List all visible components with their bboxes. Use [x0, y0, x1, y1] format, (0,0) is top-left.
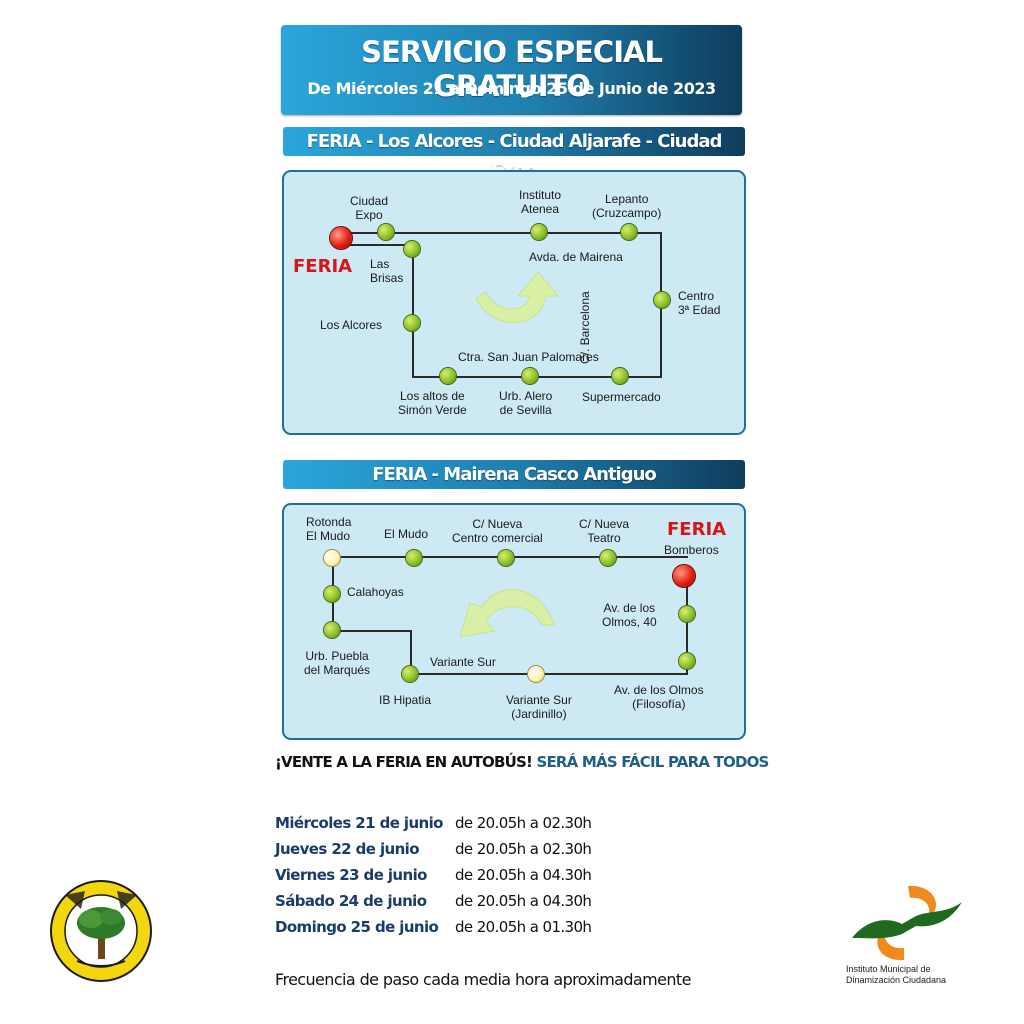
route2-feria-stop — [673, 565, 695, 587]
route2-label-olmos-filosofia: Av. de los Olmos (Filosofía) — [614, 683, 704, 711]
instituto-logo — [852, 885, 962, 961]
schedule-hours: de 20.05h a 02.30h — [455, 840, 592, 858]
route2-line-mid — [332, 630, 412, 632]
route1-stop-lepanto — [621, 224, 637, 240]
schedule-day: Miércoles 21 de junio — [275, 814, 443, 832]
schedule-day: Domingo 25 de junio — [275, 918, 439, 936]
route1-stop-instituto-atenea — [531, 224, 547, 240]
route1-label-los-alcores: Los Alcores — [320, 318, 383, 332]
route1-stop-ciudad-expo — [378, 224, 394, 240]
route1-map-panel: FERIA Ciudad Expo Instituto Atenea Lepan… — [282, 170, 746, 435]
route2-stop-ib-hipatia — [402, 666, 418, 682]
route1-line-brisas — [342, 244, 414, 246]
route1-stop-supermercado — [612, 368, 628, 384]
route1-label-centro-3edad: Centro 3ª Edad — [678, 289, 721, 317]
route2-label-el-mudo: El Mudo — [384, 527, 429, 541]
route2-title-bar: FERIA - Mairena Casco Antiguo — [283, 460, 745, 489]
route1-direction-arrow-icon — [475, 271, 560, 323]
route2-label-variante-sur-jard: Variante Sur (Jardinillo) — [506, 693, 572, 721]
route2-stop-variante-sur-jard — [528, 666, 544, 682]
schedule-hours: de 20.05h a 04.30h — [455, 892, 592, 910]
instituto-name: Instituto Municipal de Dinamización Ciud… — [846, 964, 947, 985]
schedule-day: Jueves 22 de junio — [275, 840, 420, 858]
route2-label-olmos40: Av. de los Olmos, 40 — [602, 601, 657, 629]
route1-title-bar: FERIA - Los Alcores - Ciudad Aljarafe - … — [283, 127, 745, 181]
route1-label-lepanto: Lepanto (Cruzcampo) — [592, 192, 662, 220]
route2-map-panel: Rotonda El Mudo El Mudo C/ Nueva Centro … — [282, 503, 746, 740]
route1-stop-los-alcores — [404, 315, 420, 331]
route1-stop-las-brisas — [404, 241, 420, 257]
route2-stop-c-nueva-teatro — [600, 550, 616, 566]
ayuntamiento-logo — [50, 880, 152, 982]
slogan: ¡VENTE A LA FERIA EN AUTOBÚS! SERÁ MÁS F… — [275, 753, 769, 771]
route1-label-avda-mairena: Avda. de Mairena — [529, 250, 623, 264]
route1-label-supermercado: Supermercado — [582, 390, 661, 404]
route2-stop-calahoyas — [324, 586, 340, 602]
route2-direction-arrow-icon — [459, 589, 555, 638]
route2-stop-rotonda — [324, 550, 340, 566]
frequency-note: Frecuencia de paso cada media hora aprox… — [275, 970, 691, 989]
route1-feria-stop — [330, 227, 352, 249]
route1-label-ciudad-expo: Ciudad Expo — [350, 194, 389, 222]
route2-feria-label: FERIA — [667, 519, 727, 540]
route2-label-ib-hipatia: IB Hipatia — [379, 693, 432, 707]
schedule-hours: de 20.05h a 01.30h — [455, 918, 592, 936]
route1-label-altos-simon-verde: Los altos de Simón Verde — [398, 389, 467, 417]
route2-stop-olmos40 — [679, 606, 695, 622]
route2-label-calahoyas: Calahoyas — [347, 585, 404, 599]
route2-line-right — [686, 575, 688, 675]
schedule-day: Sábado 24 de junio — [275, 892, 427, 910]
route2-line-bottom — [410, 673, 688, 675]
schedule-hours: de 20.05h a 02.30h — [455, 814, 592, 832]
schedule-hours: de 20.05h a 04.30h — [455, 866, 592, 884]
route2-label-urb-puebla: Urb. Puebla del Marqués — [304, 649, 371, 677]
route2-label-c-nueva-teatro: C/ Nueva Teatro — [579, 517, 630, 545]
route2-line-left-lower — [410, 630, 412, 675]
route1-label-las-brisas: Las Brisas — [370, 257, 404, 285]
route1-stop-centro-3edad — [654, 292, 670, 308]
slogan-part2: SERÁ MÁS FÁCIL PARA TODOS — [536, 753, 769, 771]
route1-label-instituto-atenea: Instituto Atenea — [519, 188, 562, 216]
header-banner: SERVICIO ESPECIAL GRATUITO De Miércoles … — [281, 25, 742, 115]
route1-label-ctra-san-juan: Ctra. San Juan Palomares — [458, 350, 599, 364]
route2-stop-urb-puebla — [324, 622, 340, 638]
route2-label-c-nueva-cc: C/ Nueva Centro comercial — [452, 517, 543, 545]
route2-label-variante-sur: Variante Sur — [430, 655, 496, 669]
route1-label-urb-alero: Urb. Alero de Sevilla — [499, 389, 553, 417]
route1-feria-label: FERIA — [293, 256, 353, 277]
route2-stop-olmos-filosofia — [679, 653, 695, 669]
route2-stop-el-mudo — [406, 550, 422, 566]
route2-stop-c-nueva-cc — [498, 550, 514, 566]
schedule-day: Viernes 23 de junio — [275, 866, 427, 884]
route1-stop-altos-simon-verde — [440, 368, 456, 384]
route2-label-bomberos: Bomberos — [664, 543, 719, 557]
route1-stop-urb-alero — [522, 368, 538, 384]
route2-label-rotonda: Rotonda El Mudo — [306, 515, 352, 543]
page-title: SERVICIO ESPECIAL GRATUITO — [361, 35, 663, 103]
slogan-part1: ¡VENTE A LA FERIA EN AUTOBÚS! — [275, 753, 533, 771]
page-subtitle: De Miércoles 21 a Domingo 25 de Junio de… — [307, 79, 716, 98]
